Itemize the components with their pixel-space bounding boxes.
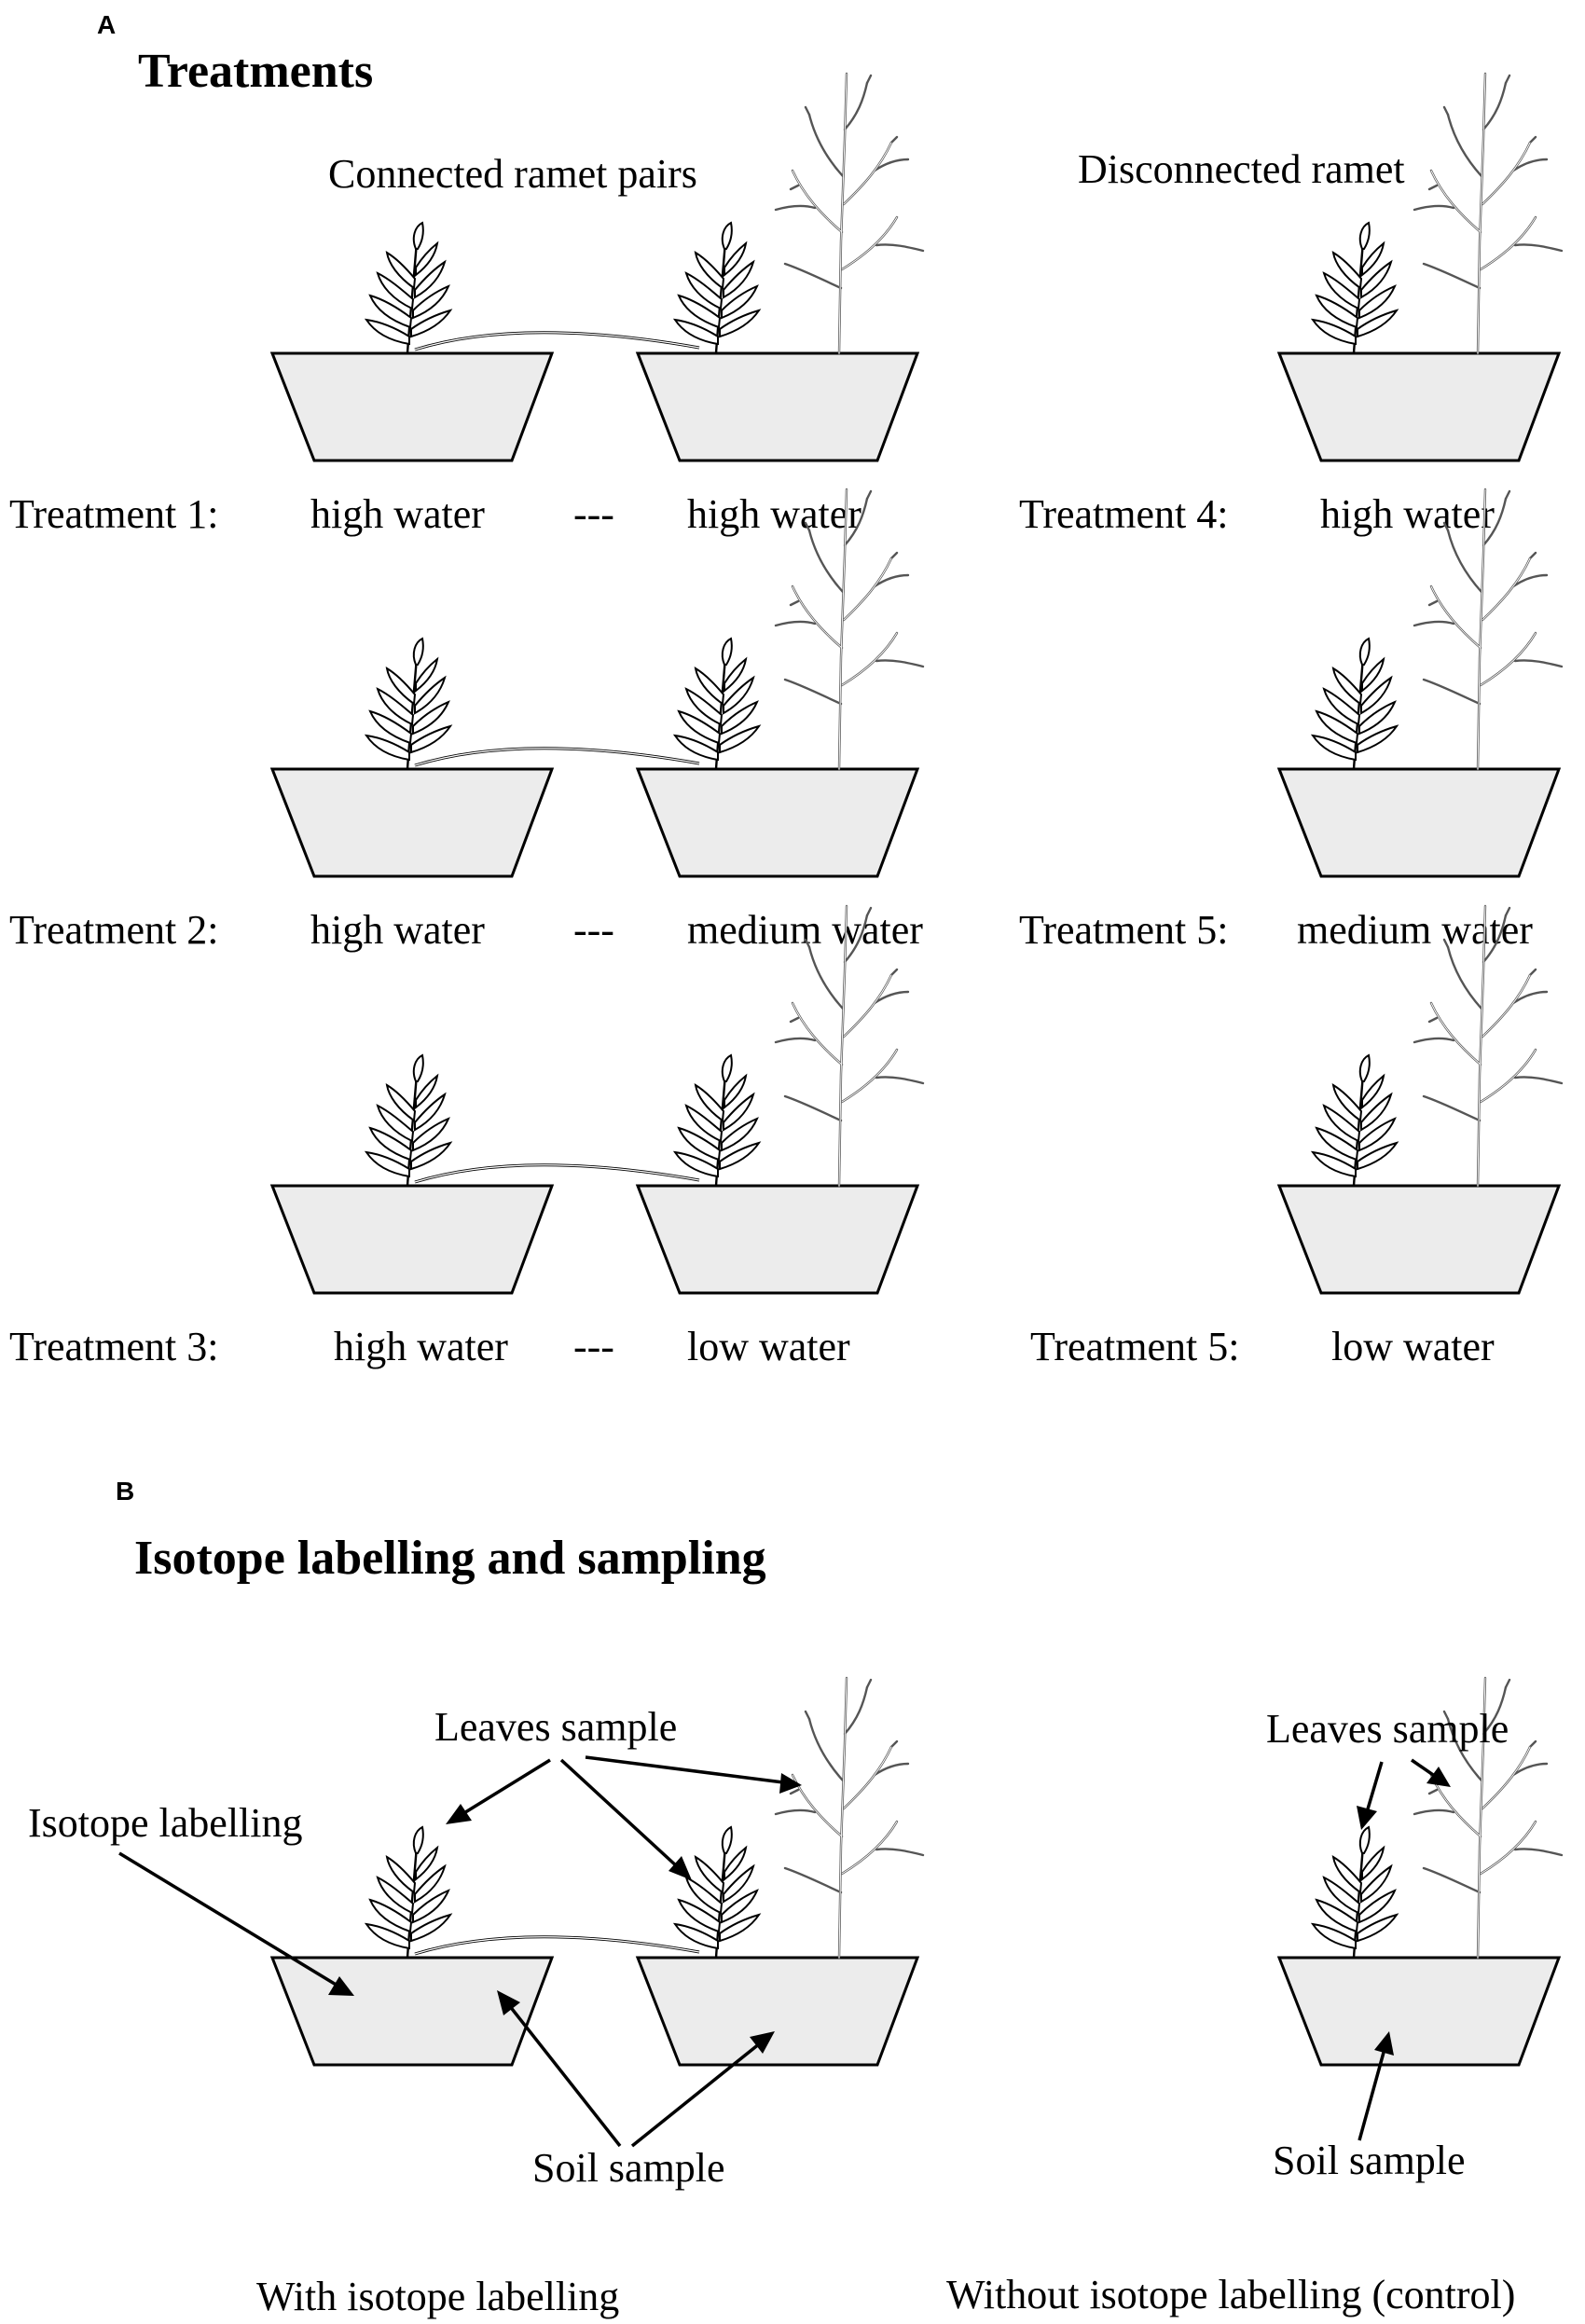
row-3-left: high water bbox=[334, 1324, 508, 1369]
row-1-left: high water bbox=[310, 491, 485, 537]
fern-ramet bbox=[673, 1053, 761, 1188]
panel-b-letter: B bbox=[116, 1477, 134, 1506]
connected-label: Connected ramet pairs bbox=[328, 151, 697, 197]
labelled-pot bbox=[269, 1956, 555, 2067]
row-2-illustration bbox=[269, 488, 1564, 878]
row-1-alone-treatment: Treatment 4: bbox=[1019, 491, 1228, 537]
pot bbox=[1276, 767, 1562, 878]
panel-a-letter: A bbox=[97, 10, 116, 39]
arrowhead bbox=[497, 1990, 520, 2015]
caption-without-isotope: Without isotope labelling (control) bbox=[946, 2272, 1515, 2317]
row-2-left: high water bbox=[310, 907, 485, 953]
leaves-sample-label: Leaves sample bbox=[434, 1704, 677, 1750]
arrow-soil-right bbox=[630, 2042, 762, 2148]
control-pot bbox=[1276, 1956, 1562, 2067]
pot bbox=[635, 1956, 920, 2067]
shrub bbox=[1413, 72, 1564, 355]
fern-ramet bbox=[673, 1825, 761, 1960]
pot bbox=[635, 1184, 920, 1295]
leaves-sample-control-label: Leaves sample bbox=[1266, 1706, 1509, 1752]
arrow-isotope bbox=[118, 1851, 338, 1987]
row-2-treatment: Treatment 2: bbox=[9, 907, 218, 953]
fern-ramet bbox=[1311, 221, 1399, 355]
row-2-sep: --- bbox=[573, 907, 614, 953]
pot bbox=[635, 767, 920, 878]
caption-with-isotope: With isotope labelling bbox=[256, 2274, 619, 2319]
pot bbox=[1276, 1184, 1562, 1295]
fern-ramet bbox=[1311, 1825, 1399, 1960]
fern-ramet bbox=[673, 221, 761, 355]
arrowhead bbox=[779, 1773, 802, 1794]
arrowhead bbox=[668, 1856, 692, 1880]
row-2-alone-treatment: Treatment 5: bbox=[1019, 907, 1228, 953]
arrowhead bbox=[1374, 2031, 1394, 2056]
soil-sample-control-label: Soil sample bbox=[1273, 2138, 1466, 2183]
row-1-treatment: Treatment 1: bbox=[9, 491, 218, 537]
arrowhead bbox=[328, 1976, 354, 1996]
row-3-illustration bbox=[269, 904, 1564, 1295]
shrub bbox=[774, 72, 925, 355]
pot bbox=[269, 1184, 555, 1295]
fern-ramet bbox=[1311, 1053, 1399, 1188]
arrow-soil-left bbox=[507, 2003, 622, 2148]
arrow-leaves-left bbox=[462, 1758, 551, 1816]
fern-ramet bbox=[365, 637, 452, 771]
row-3-alone: low water bbox=[1331, 1324, 1495, 1369]
arrow-soil-control bbox=[1358, 2048, 1386, 2141]
panel-a-heading: Treatments bbox=[138, 45, 373, 98]
disconnected-label: Disconnected ramet bbox=[1078, 146, 1405, 192]
soil-sample-label: Soil sample bbox=[532, 2145, 725, 2191]
arrowhead bbox=[1357, 1806, 1377, 1830]
row-1-alone: high water bbox=[1320, 491, 1495, 537]
row-3-right: low water bbox=[687, 1324, 850, 1369]
pot bbox=[635, 351, 920, 462]
pot bbox=[1276, 351, 1562, 462]
fern-ramet bbox=[365, 221, 452, 355]
row-2-right: medium water bbox=[687, 907, 923, 953]
fern-ramet bbox=[365, 1825, 452, 1960]
fern-ramet bbox=[1311, 637, 1399, 771]
arrow-leaves-control-right bbox=[1411, 1758, 1437, 1779]
row-3-sep: --- bbox=[573, 1324, 614, 1369]
shrub bbox=[774, 1676, 925, 1960]
row-1-illustration bbox=[269, 72, 1564, 462]
row-1-sep: --- bbox=[573, 491, 614, 537]
row-1-right: high water bbox=[687, 491, 861, 537]
pot bbox=[269, 767, 555, 878]
arrows bbox=[118, 1755, 1451, 2148]
panel-b-heading: Isotope labelling and sampling bbox=[134, 1532, 766, 1585]
arrowhead bbox=[446, 1804, 472, 1824]
arrow-leaves-mid bbox=[559, 1758, 680, 1869]
row-3-treatment: Treatment 3: bbox=[9, 1324, 218, 1369]
row-2-alone: medium water bbox=[1297, 907, 1533, 953]
fern-ramet bbox=[365, 1053, 452, 1188]
arrowhead bbox=[1426, 1767, 1451, 1787]
fern-ramet bbox=[673, 637, 761, 771]
isotope-labelling-label: Isotope labelling bbox=[28, 1800, 303, 1846]
arrow-leaves-control-left bbox=[1365, 1761, 1384, 1813]
row-3-alone-treatment: Treatment 5: bbox=[1030, 1324, 1239, 1369]
pot bbox=[269, 351, 555, 462]
arrowhead bbox=[750, 2031, 775, 2054]
arrow-leaves-right bbox=[585, 1755, 784, 1784]
